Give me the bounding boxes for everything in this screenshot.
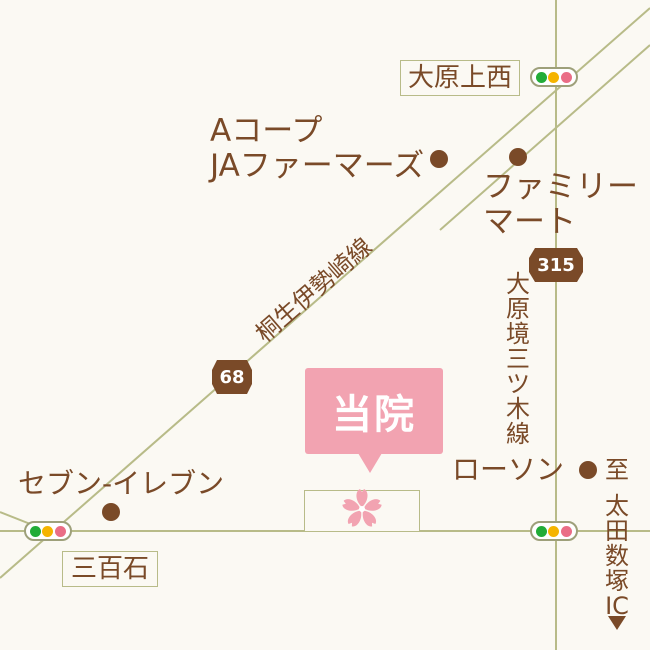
- signal-red-lamp: [561, 525, 573, 537]
- lawson-location-dot: [579, 461, 597, 479]
- route-shield-icon: [212, 360, 252, 394]
- familymart-label-line2: マート: [483, 203, 576, 240]
- sakura-icon: [342, 489, 382, 527]
- signal-green-lamp: [535, 525, 547, 537]
- clinic-label: 当院: [332, 392, 416, 438]
- route-315-number: 315: [537, 254, 575, 276]
- signal-yellow-lamp: [548, 525, 560, 537]
- route-315-shield: 315: [529, 248, 583, 282]
- down-triangle-icon: [608, 616, 626, 630]
- intersection-ohara-kaminishi: 大原上西: [400, 60, 520, 96]
- seven-eleven-label: セブン-イレブン: [18, 467, 225, 500]
- route-68-shield: 68: [212, 360, 252, 394]
- secondary-diagonal-road: [439, 44, 650, 231]
- clinic-callout: 当院: [305, 368, 443, 454]
- signal-red-lamp: [561, 71, 573, 83]
- direction-destination-label: 太田数塚IC: [605, 492, 629, 620]
- acoop-label: Aコープ JAファーマーズ: [210, 114, 424, 183]
- signal-red-lamp: [55, 525, 67, 537]
- familymart-label: ファミリー マート: [483, 170, 638, 239]
- signal-green-lamp: [535, 71, 547, 83]
- route-shield-icon: [529, 248, 583, 282]
- main-diagonal-road: [0, 7, 650, 579]
- acoop-label-line1: Aコープ: [210, 113, 323, 149]
- intersection-ohara-kaminishi-label: 大原上西: [407, 63, 512, 93]
- ohara-sakai-mitsugi-line-label: 大原境三ツ木線: [506, 270, 530, 448]
- intersection-sanbyakkoku: 三百石: [62, 551, 158, 587]
- traffic-signal-icon: [530, 67, 578, 87]
- familymart-label-line1: ファミリー: [483, 169, 638, 205]
- familymart-location-dot: [509, 148, 527, 166]
- signal-yellow-lamp: [548, 71, 560, 83]
- signal-yellow-lamp: [42, 525, 54, 537]
- signal-green-lamp: [29, 525, 41, 537]
- acoop-label-line2: JAファーマーズ: [210, 147, 425, 184]
- acoop-location-dot: [430, 150, 448, 168]
- intersection-sanbyakkoku-label: 三百石: [70, 554, 149, 584]
- seven-eleven-location-dot: [102, 503, 120, 521]
- clinic-callout-pointer: [358, 453, 382, 473]
- lawson-label: ローソン: [452, 453, 565, 486]
- direction-to-label: 至: [605, 456, 629, 484]
- route-68-number: 68: [219, 366, 245, 388]
- traffic-signal-icon: [24, 521, 72, 541]
- traffic-signal-icon: [530, 521, 578, 541]
